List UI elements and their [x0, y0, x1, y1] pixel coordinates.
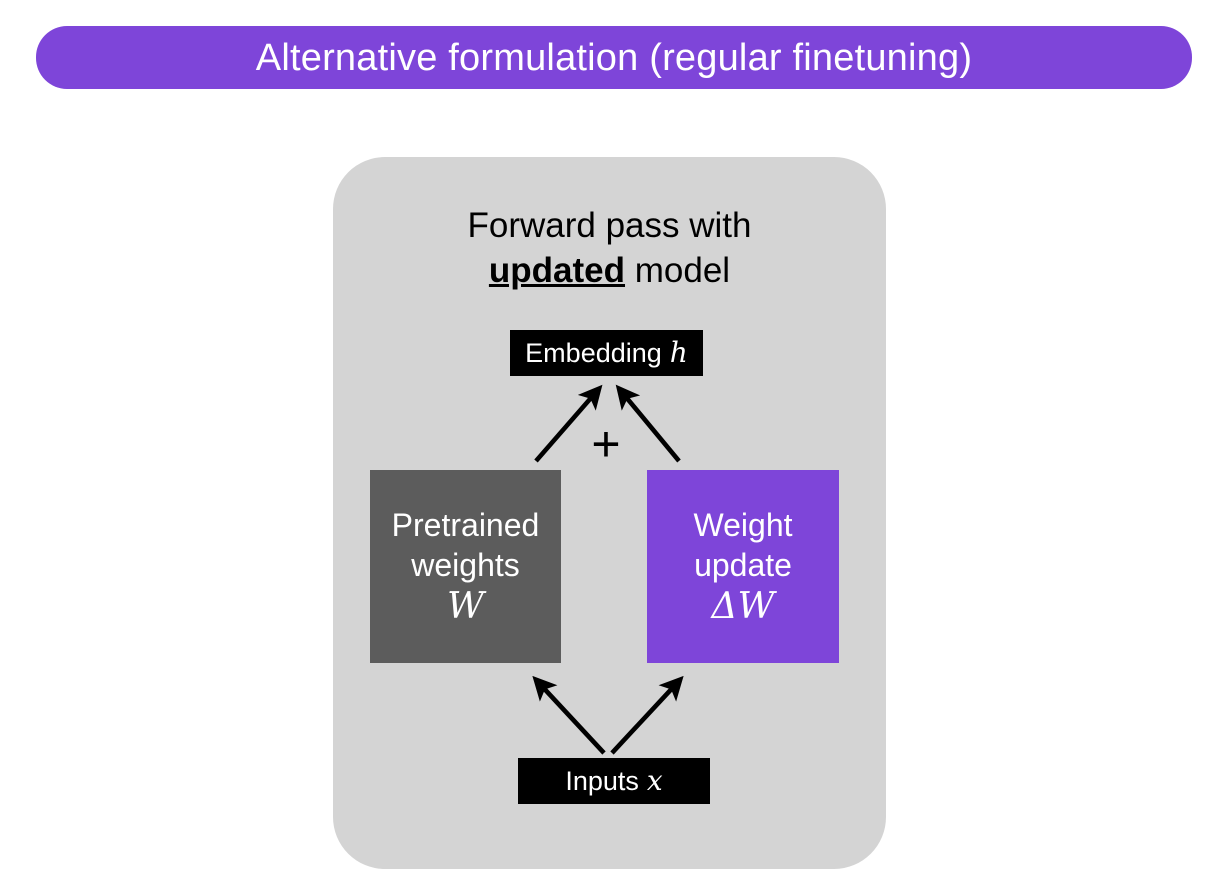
- node-embedding-label: Embedding: [525, 337, 662, 368]
- node-pretrained-weights-line2: weights: [411, 546, 520, 583]
- node-weight-update-line1: Weight: [693, 506, 793, 543]
- panel-heading: Forward pass with updated model: [333, 203, 886, 293]
- node-weight-update-line2: update: [694, 546, 792, 583]
- node-inputs-label: Inputs: [565, 765, 639, 796]
- page-title: Alternative formulation (regular finetun…: [255, 36, 973, 79]
- node-pretrained-weights-line1: Pretrained: [391, 506, 540, 543]
- sum-operator: +: [591, 416, 621, 472]
- node-pretrained-weights: Pretrained weights W: [370, 470, 561, 663]
- node-pretrained-weights-symbol: W: [446, 585, 484, 627]
- page-title-banner: Alternative formulation (regular finetun…: [36, 26, 1192, 89]
- node-weight-update: Weight update ΔW: [647, 470, 839, 663]
- node-weight-update-symbol: ΔW: [711, 585, 775, 627]
- node-embedding-symbol: h: [669, 336, 688, 369]
- panel-heading-line2-suffix: model: [625, 251, 731, 290]
- panel-heading-emphasis: updated: [488, 251, 626, 290]
- node-inputs-symbol: x: [646, 764, 663, 797]
- panel-heading-line1: Forward pass with: [467, 206, 752, 245]
